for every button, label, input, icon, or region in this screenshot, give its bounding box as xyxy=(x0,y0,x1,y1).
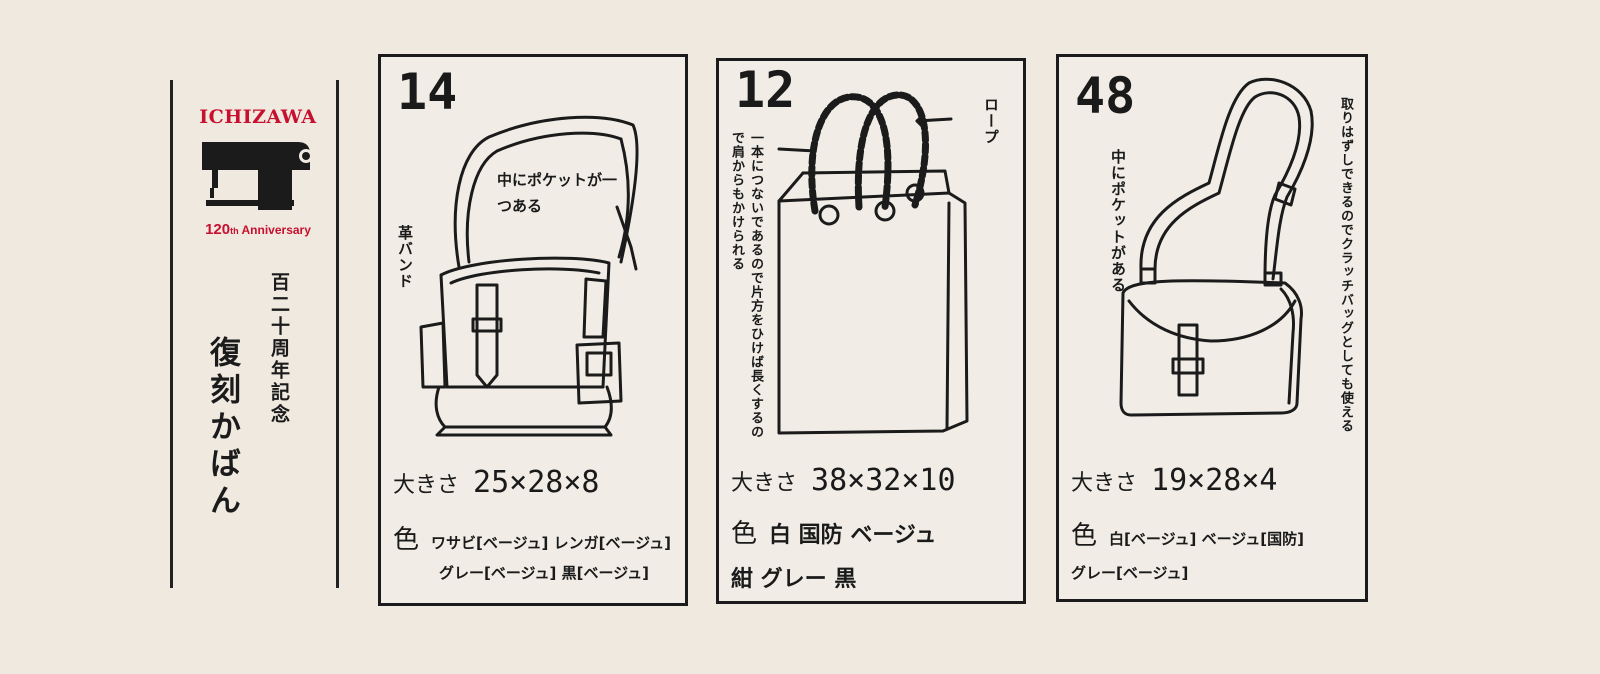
product-number: 14 xyxy=(397,63,458,121)
anniversary-badge: 120th Anniversary xyxy=(184,221,332,238)
color-label: 色 xyxy=(393,525,420,555)
colors-line-1: 白[ベージュ] ベージュ[国防] xyxy=(1109,530,1304,548)
colors-line-2: グレー[ベージュ] 黒[ベージュ] xyxy=(439,564,649,582)
pocket-note: 中にポケットが一つある xyxy=(497,171,618,215)
color-label: 色 xyxy=(731,519,758,549)
size-row: 大きさ 19×28×4 xyxy=(1071,463,1277,498)
anniversary-suffix: th xyxy=(230,226,239,236)
size-label: 大きさ xyxy=(1071,471,1138,496)
color-row: 色ワサビ[ベージュ] レンガ[ベージュ] xyxy=(393,519,671,556)
shoulder-bag-drawing xyxy=(1119,77,1314,417)
pocket-note: 中にポケットがある xyxy=(1109,149,1127,293)
size-label: 大きさ xyxy=(731,471,798,496)
size-row: 大きさ 25×28×8 xyxy=(393,465,599,500)
brand-name: ICHIZAWA xyxy=(199,106,317,128)
backpack-drawing xyxy=(419,115,639,437)
size-label: 大きさ xyxy=(393,473,460,498)
color-label: 色 xyxy=(1071,521,1098,551)
size-row: 大きさ 38×32×10 xyxy=(731,463,956,498)
product-number: 48 xyxy=(1075,67,1136,125)
sewing-machine-icon xyxy=(202,142,313,210)
product-card-12: 12 ロープ 一本につないであるので片方をひけば長くするので肩からもかけられる … xyxy=(716,58,1026,604)
colors-line-2: グレー[ベージュ] xyxy=(1071,564,1189,582)
tote-bag-drawing xyxy=(777,91,969,435)
left-rule xyxy=(170,80,173,588)
anniversary-word: Anniversary xyxy=(241,223,311,237)
product-number: 12 xyxy=(735,61,796,119)
product-card-14: 14 中にポケットが一つある 革バンド 大きさ 25×28×8 色ワサビ[ベージュ… xyxy=(378,54,688,606)
colors-line-1: ワサビ[ベージュ] レンガ[ベージュ] xyxy=(431,534,671,552)
color-row: 色白 国防 ベージュ xyxy=(731,513,936,550)
right-rule xyxy=(336,80,339,588)
page-subtitle: 百二十周年記念 xyxy=(268,272,290,426)
colors-line-2: 紺 グレー 黒 xyxy=(731,567,857,592)
size-value: 38×32×10 xyxy=(811,463,956,498)
side-note: 一本につないであるので片方をひけば長くするので肩からもかけられる xyxy=(729,131,763,439)
size-value: 19×28×4 xyxy=(1151,463,1278,498)
leather-band-note: 革バンド xyxy=(396,225,414,289)
anniversary-number: 120 xyxy=(205,221,231,238)
product-card-48: 48 中にポケットがある 取りはずしできるのでクラッチバッグとしても使える 大き… xyxy=(1056,54,1368,602)
colors-line-1: 白 国防 ベージュ xyxy=(769,523,937,548)
rope-note: ロープ xyxy=(982,97,1000,145)
size-value: 25×28×8 xyxy=(473,465,600,500)
color-row: 色白[ベージュ] ベージュ[国防] xyxy=(1071,515,1304,552)
strap-note: 取りはずしできるのでクラッチバッグとしても使える xyxy=(1338,97,1353,433)
page-title: 復刻かばん xyxy=(204,336,240,521)
